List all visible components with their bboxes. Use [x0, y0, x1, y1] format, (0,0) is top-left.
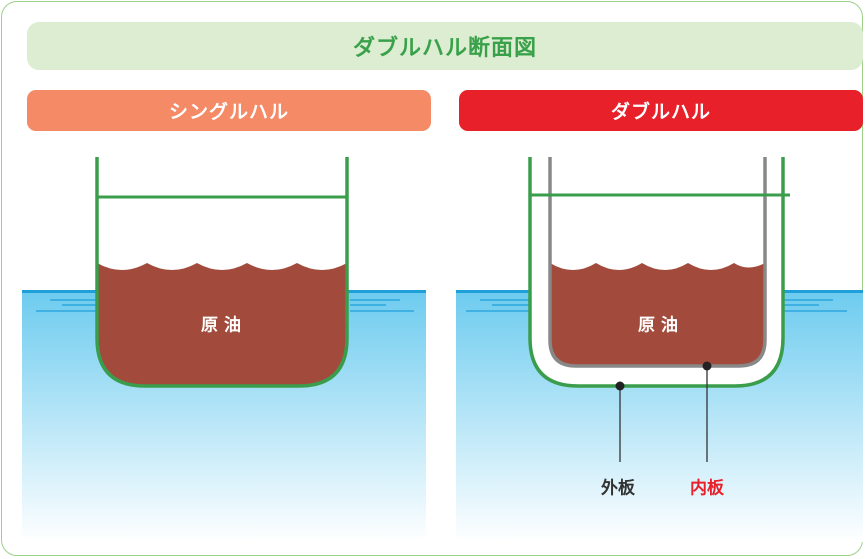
single-hull [95, 157, 349, 388]
double-hull-section [456, 157, 863, 542]
double-hull-header: ダブルハル [459, 90, 863, 131]
crude-oil-label-single: 原油 [201, 315, 247, 336]
outer-plate-label: 外板 [601, 478, 635, 499]
outer-hull [528, 157, 785, 388]
crude-oil-single [97, 263, 347, 386]
ripples-single [36, 299, 414, 312]
inner-plate-dot [702, 361, 712, 371]
inner-hull [548, 157, 767, 368]
ripples-double [466, 299, 847, 312]
diagram-title: ダブルハル断面図 [27, 22, 863, 70]
single-hull-section [22, 157, 426, 542]
outer-plate-dot [615, 381, 625, 391]
single-hull-header: シングルハル [27, 90, 431, 131]
crude-oil-double [550, 263, 765, 366]
crude-oil-label-double: 原油 [638, 315, 684, 336]
inner-plate-label: 内板 [690, 478, 724, 499]
